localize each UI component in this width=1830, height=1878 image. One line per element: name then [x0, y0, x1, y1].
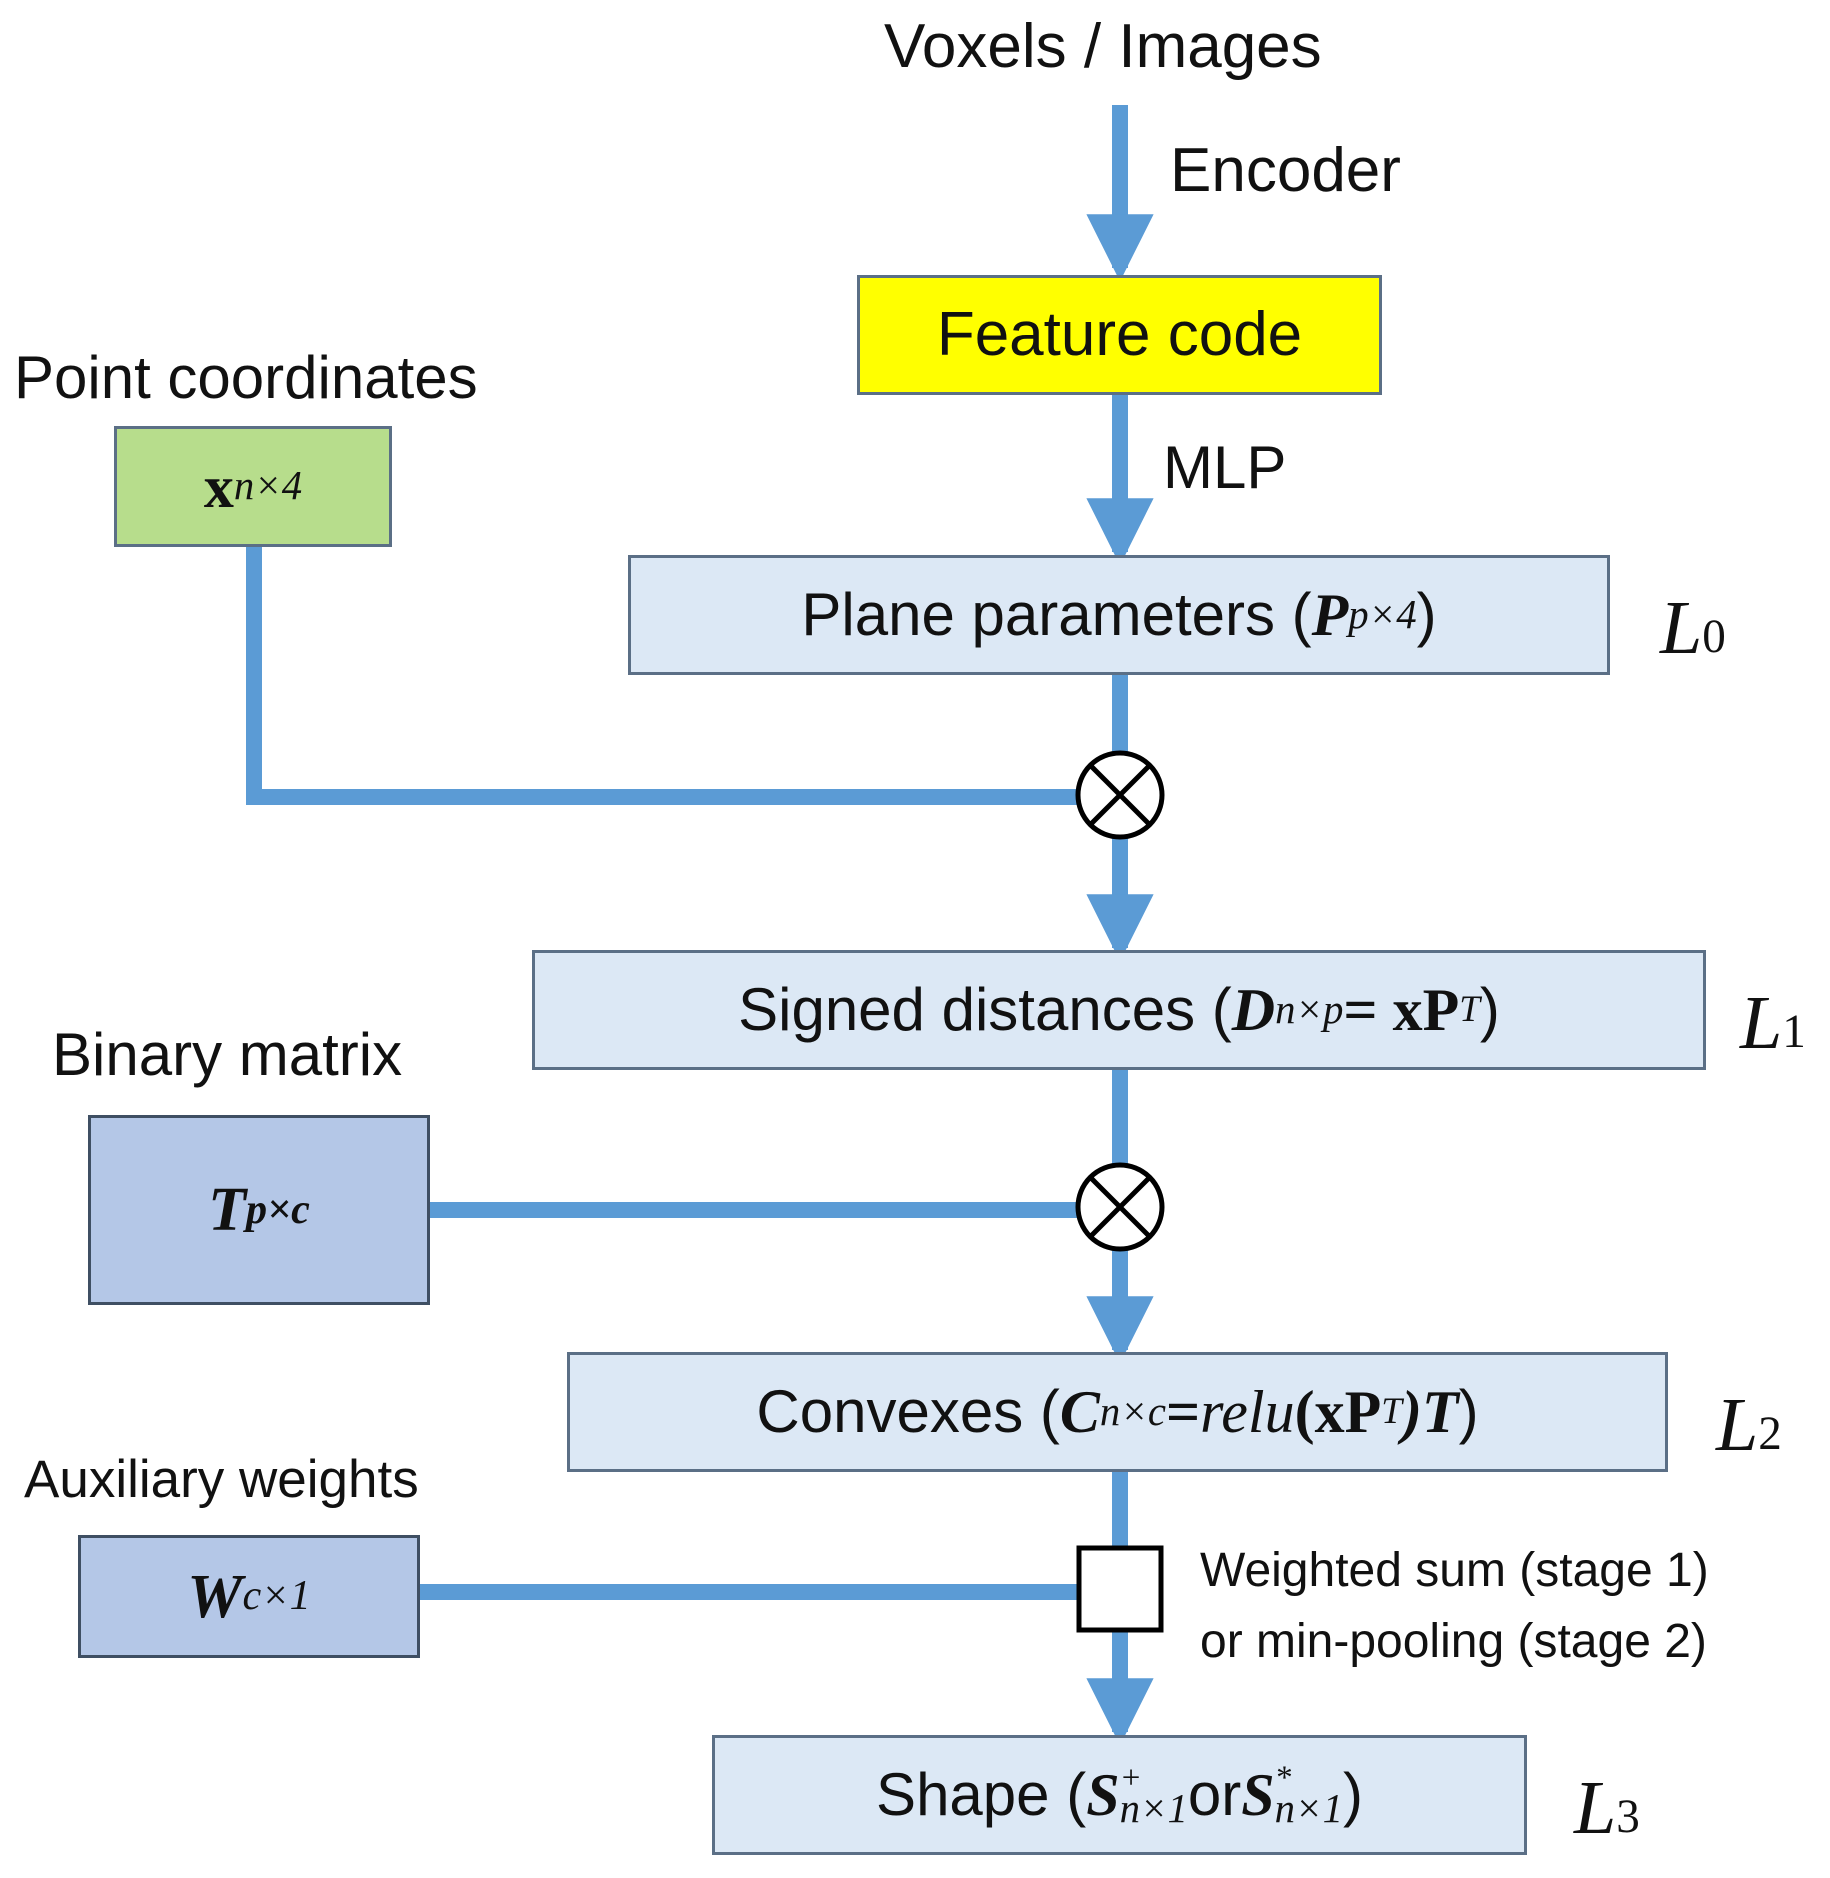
convexes-close: ) — [1458, 1378, 1479, 1445]
shape-scripts-2: *n×1 — [1274, 1759, 1343, 1831]
shape-superscript-star: * — [1274, 1759, 1292, 1796]
line-x-to-mult1 — [246, 547, 1077, 805]
level-l1-number: 1 — [1782, 1006, 1806, 1059]
x-symbol: x — [203, 453, 234, 520]
shape-symbol-2: S — [1241, 1762, 1275, 1828]
level-l2: L2 — [1716, 1387, 1782, 1463]
multiply-operator-2 — [1075, 1162, 1165, 1252]
feature-code-label: Feature code — [936, 300, 1303, 369]
convexes-arg-open: (xP — [1294, 1379, 1382, 1445]
combine-operator — [1076, 1545, 1164, 1633]
encoder-label: Encoder — [1170, 136, 1401, 205]
level-l1: L1 — [1740, 985, 1806, 1061]
shape-symbol-1: S — [1086, 1762, 1120, 1828]
convexes-superscript: T — [1381, 1391, 1402, 1433]
point-coordinates-label: Point coordinates — [14, 344, 478, 411]
plane-parameters-text: Plane parameters ( — [801, 581, 1312, 648]
convexes-function: relu — [1200, 1379, 1295, 1445]
binary-matrix-label: Binary matrix — [52, 1021, 403, 1088]
voxels-images-label: Voxels / Images — [884, 12, 1322, 81]
t-symbol: T — [208, 1176, 247, 1244]
shape-subscript-1: n×1 — [1119, 1785, 1188, 1831]
w-subscript: c×1 — [242, 1572, 311, 1620]
signed-distances-text: Signed distances ( — [738, 976, 1232, 1043]
shape-subscript-2: n×1 — [1274, 1785, 1343, 1831]
shape-box: Shape (S+n×1 or S*n×1) — [712, 1735, 1527, 1855]
plane-parameters-close: ) — [1416, 581, 1437, 648]
signed-distances-superscript: T — [1459, 989, 1480, 1031]
signed-distances-subscript: n×p — [1275, 986, 1344, 1032]
auxiliary-weights-label: Auxiliary weights — [24, 1450, 419, 1509]
level-l2-number: 2 — [1758, 1408, 1782, 1461]
convexes-equals: = — [1165, 1379, 1201, 1445]
level-l0-letter: L — [1660, 586, 1703, 670]
convexes-symbol: C — [1059, 1379, 1100, 1445]
combine-note-line2: or min-pooling (stage 2) — [1200, 1615, 1707, 1668]
level-l3: L3 — [1574, 1770, 1640, 1846]
signed-distances-close: ) — [1479, 976, 1500, 1043]
level-l0: L0 — [1660, 590, 1726, 666]
level-l3-number: 3 — [1616, 1791, 1640, 1844]
t-subscript: p×c — [246, 1185, 310, 1233]
level-l3-letter: L — [1574, 1766, 1617, 1850]
signed-distances-symbol: D — [1231, 977, 1276, 1043]
convexes-arg-close: )T — [1401, 1379, 1459, 1445]
mlp-label: MLP — [1163, 434, 1287, 501]
shape-text: Shape ( — [876, 1761, 1087, 1828]
signed-distances-rhs: = xP — [1343, 977, 1460, 1043]
w-symbol: W — [187, 1562, 243, 1631]
convexes-subscript: n×c — [1099, 1388, 1166, 1434]
level-l1-letter: L — [1740, 981, 1783, 1065]
shape-or: or — [1187, 1761, 1242, 1828]
convexes-text: Convexes ( — [756, 1378, 1060, 1445]
shape-scripts-1: +n×1 — [1119, 1759, 1188, 1831]
level-l0-number: 0 — [1702, 611, 1726, 664]
level-l2-letter: L — [1716, 1383, 1759, 1467]
multiply-operator-1 — [1075, 750, 1165, 840]
plane-parameters-subscript: p×4 — [1348, 591, 1417, 637]
plane-parameters-symbol: P — [1311, 582, 1349, 648]
shape-superscript-plus: + — [1119, 1759, 1142, 1796]
x-subscript: n×4 — [233, 463, 303, 509]
shape-close: ) — [1342, 1761, 1363, 1828]
combine-note-line1: Weighted sum (stage 1) — [1200, 1544, 1709, 1597]
feature-code-box: Feature code — [857, 275, 1382, 395]
